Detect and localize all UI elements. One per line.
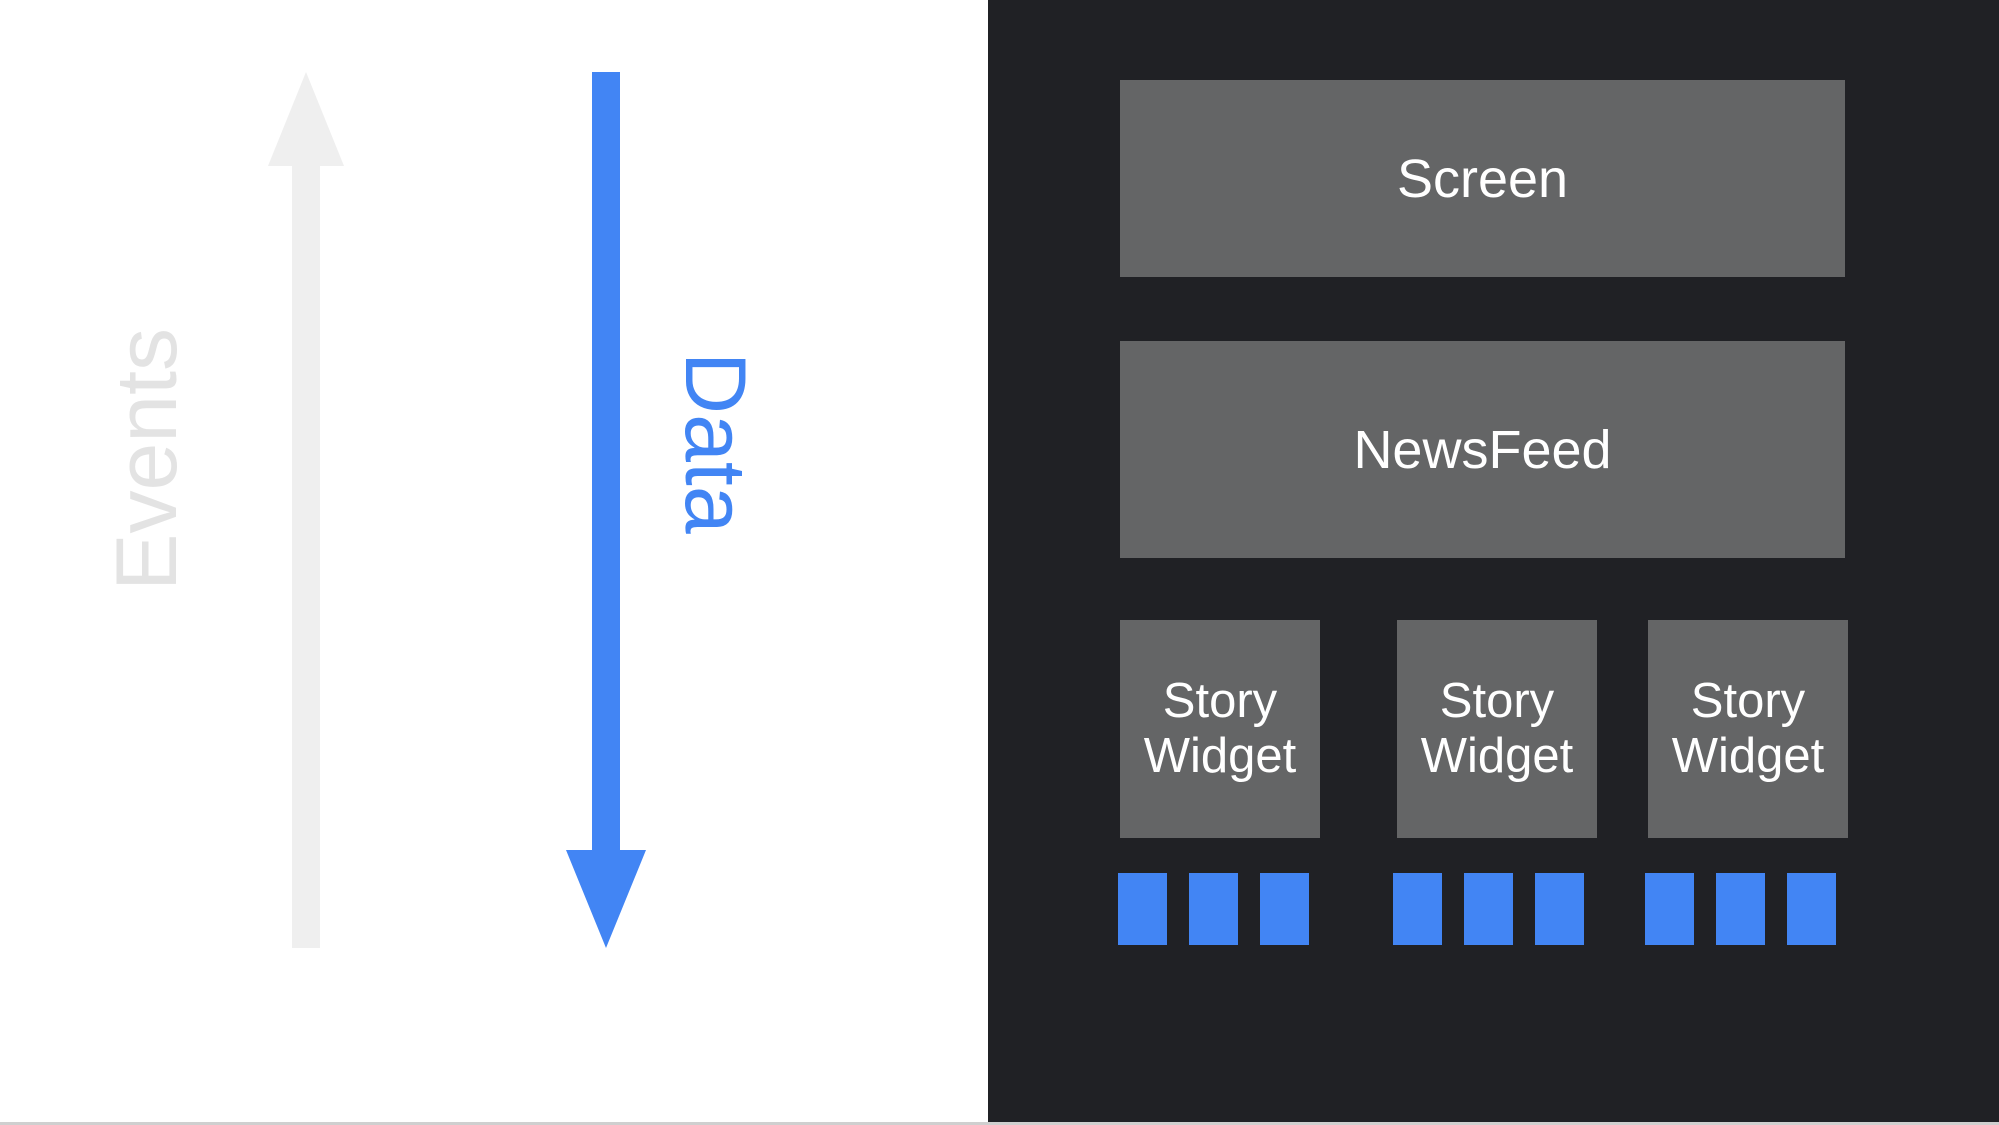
- node-story-widget-2-label-line-2: Widget: [1671, 729, 1825, 783]
- leaf-node[interactable]: [1716, 873, 1765, 945]
- leaf-node[interactable]: [1535, 873, 1584, 945]
- node-story-widget-1-label-line-1: Story: [1439, 674, 1555, 729]
- leaf-node[interactable]: [1645, 873, 1694, 945]
- flow-legend-panel: Events Data: [0, 0, 988, 1122]
- events-arrow-icon: [268, 72, 344, 948]
- events-label-container: Events: [99, 328, 200, 628]
- data-label: Data: [667, 352, 763, 534]
- leaf-node[interactable]: [1393, 873, 1442, 945]
- events-label: Events: [99, 328, 195, 591]
- node-screen-label: Screen: [1396, 148, 1569, 209]
- node-story-widget-1-label-line-2: Widget: [1420, 729, 1574, 783]
- data-label-container: Data: [667, 352, 768, 572]
- leaf-node[interactable]: [1260, 873, 1309, 945]
- node-story-widget-2-label-line-1: Story: [1690, 674, 1806, 729]
- leaf-node[interactable]: [1787, 873, 1836, 945]
- node-newsfeed[interactable]: NewsFeed: [1120, 341, 1845, 558]
- node-newsfeed-label: NewsFeed: [1353, 419, 1612, 480]
- leaf-node[interactable]: [1189, 873, 1238, 945]
- leaf-node[interactable]: [1118, 873, 1167, 945]
- data-arrow-icon: [566, 72, 646, 948]
- node-story-widget-0-label-line-2: Widget: [1143, 729, 1297, 783]
- node-screen[interactable]: Screen: [1120, 80, 1845, 277]
- node-story-widget-0-label-line-1: Story: [1162, 674, 1278, 729]
- leaf-node[interactable]: [1464, 873, 1513, 945]
